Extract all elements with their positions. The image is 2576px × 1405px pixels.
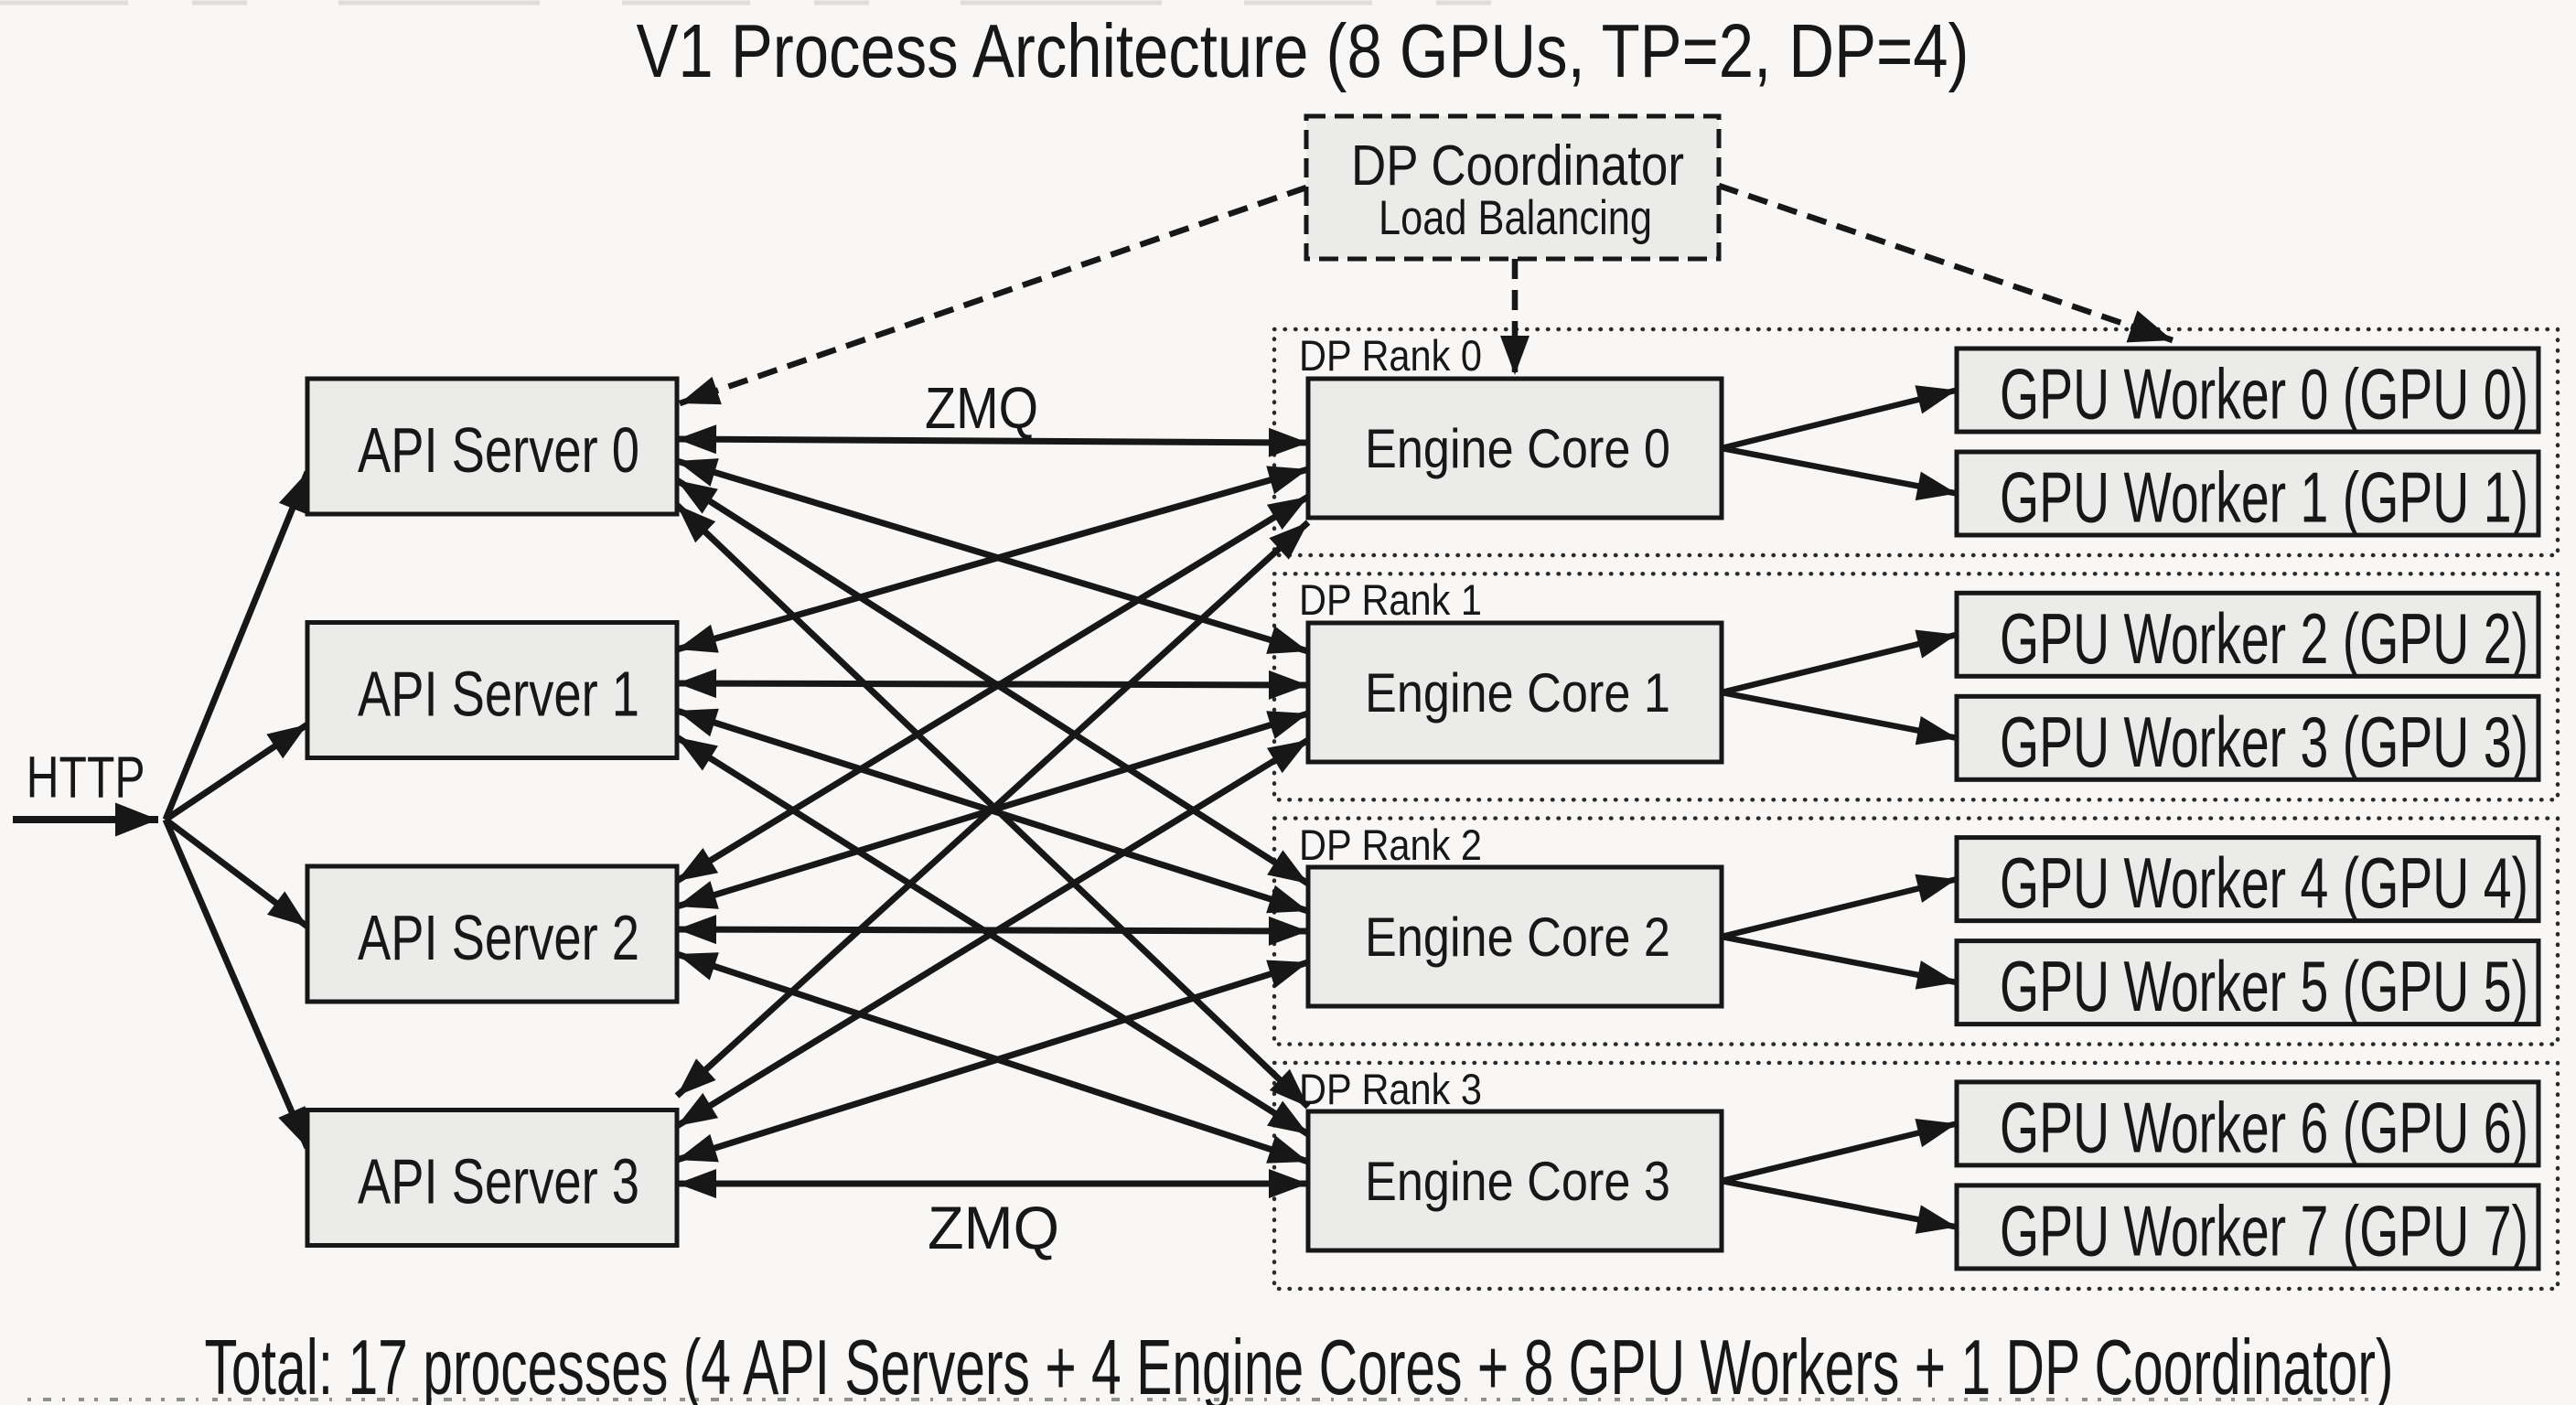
svg-text:Engine Core 2: Engine Core 2 bbox=[1365, 906, 1670, 968]
svg-text:Total: 17 processes (4 API Ser: Total: 17 processes (4 API Servers + 4 E… bbox=[205, 1325, 2394, 1405]
svg-text:API Server 0: API Server 0 bbox=[358, 414, 639, 486]
svg-text:API Server 2: API Server 2 bbox=[358, 902, 639, 973]
svg-text:ZMQ: ZMQ bbox=[925, 375, 1038, 441]
svg-text:GPU Worker 1 (GPU 1): GPU Worker 1 (GPU 1) bbox=[2000, 457, 2528, 538]
svg-text:GPU Worker 7 (GPU 7): GPU Worker 7 (GPU 7) bbox=[2000, 1190, 2528, 1271]
svg-text:V1 Process Architecture (8 GPU: V1 Process Architecture (8 GPUs, TP=2, D… bbox=[637, 8, 1970, 93]
svg-text:GPU Worker 6 (GPU 6): GPU Worker 6 (GPU 6) bbox=[2000, 1087, 2528, 1167]
svg-text:Engine Core 0: Engine Core 0 bbox=[1365, 418, 1670, 479]
svg-text:DP Rank 1: DP Rank 1 bbox=[1299, 575, 1482, 624]
svg-text:Engine Core 1: Engine Core 1 bbox=[1365, 662, 1670, 724]
svg-text:DP Rank 0: DP Rank 0 bbox=[1299, 331, 1482, 380]
svg-text:API Server 1: API Server 1 bbox=[358, 659, 639, 730]
svg-text:DP Coordinator: DP Coordinator bbox=[1351, 134, 1684, 198]
svg-text:GPU Worker 0 (GPU 0): GPU Worker 0 (GPU 0) bbox=[2000, 354, 2528, 434]
svg-text:GPU Worker 2 (GPU 2): GPU Worker 2 (GPU 2) bbox=[2000, 598, 2528, 679]
svg-text:ZMQ: ZMQ bbox=[928, 1194, 1059, 1261]
svg-text:Load Balancing: Load Balancing bbox=[1379, 191, 1652, 245]
svg-text:HTTP: HTTP bbox=[27, 745, 145, 810]
svg-text:DP Rank 2: DP Rank 2 bbox=[1299, 820, 1482, 869]
svg-text:GPU Worker 4 (GPU 4): GPU Worker 4 (GPU 4) bbox=[2000, 842, 2528, 923]
svg-text:DP Rank 3: DP Rank 3 bbox=[1299, 1065, 1482, 1113]
svg-text:GPU Worker 3 (GPU 3): GPU Worker 3 (GPU 3) bbox=[2000, 702, 2528, 782]
svg-text:API Server 3: API Server 3 bbox=[358, 1146, 639, 1217]
svg-text:GPU Worker 5 (GPU 5): GPU Worker 5 (GPU 5) bbox=[2000, 946, 2528, 1026]
svg-text:Engine Core 3: Engine Core 3 bbox=[1365, 1151, 1670, 1212]
